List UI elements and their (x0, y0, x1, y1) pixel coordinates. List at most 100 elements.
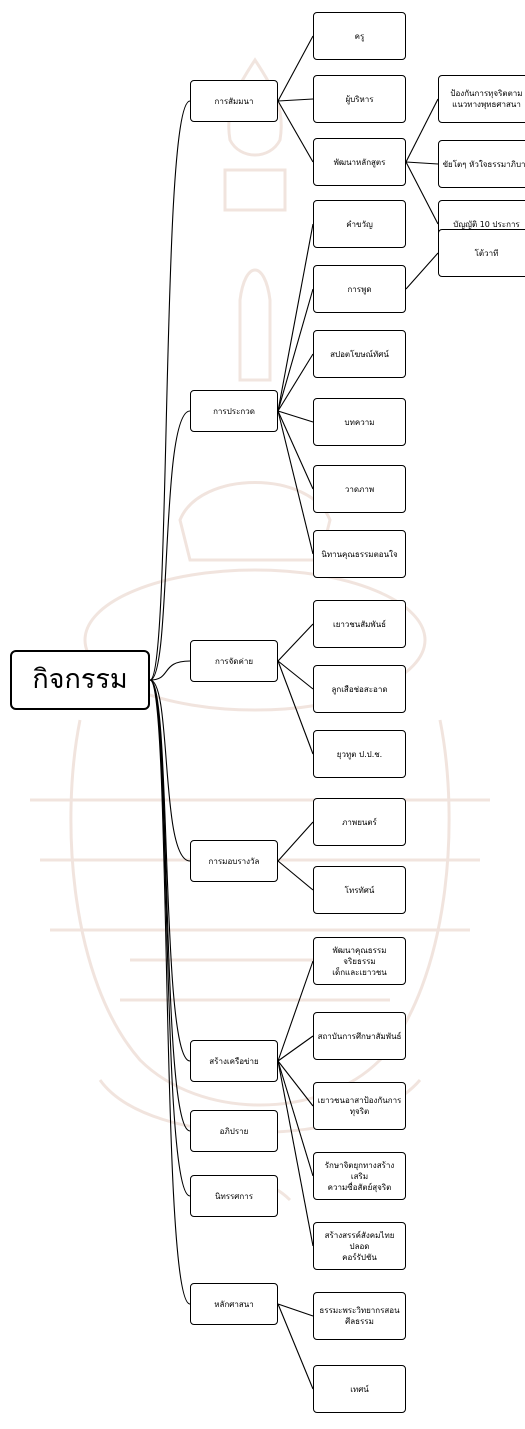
detail-node: ขัยโตๆ หัวใจธรรมาภิบาล (438, 140, 525, 188)
root-node-label: กิจกรรม (32, 664, 128, 695)
category-to-subtopic-line (277, 410, 314, 423)
category-to-subtopic-line (277, 1035, 314, 1062)
category-node-label: หลักศาสนา (214, 1299, 254, 1309)
category-to-subtopic-line (277, 660, 314, 755)
detail-node-label: ป้องกันการทุจริตตาม แนวทางพุทธศาสนา (450, 89, 523, 109)
detail-node: ป้องกันการทุจริตตาม แนวทางพุทธศาสนา (438, 75, 525, 123)
subtopic-node: คำขวัญ (313, 200, 406, 248)
subtopic-node-label: พัฒนาหลักสูตร (333, 157, 386, 167)
subtopic-node: เยาวชนอาสาป้องกันการ ทุจริต (313, 1082, 406, 1130)
category-node: การมอบรางวัล (190, 840, 278, 882)
category-node: สร้างเครือข่าย (190, 1040, 278, 1082)
category-to-subtopic-line (277, 1060, 314, 1177)
category-node-label: การจัดค่าย (214, 656, 254, 666)
category-to-subtopic-line (277, 660, 314, 690)
root-to-category-line (149, 679, 191, 1132)
subtopic-node-label: พัฒนาคุณธรรมจริยธรรม เด็กและเยาวชน (332, 945, 387, 977)
subtopic-node-label: การพูด (347, 284, 372, 294)
root-node: กิจกรรม (10, 650, 150, 710)
subtopic-node: ผู้บริหาร (313, 75, 406, 123)
subtopic-node: สปอตโฆษณ์ทัศน์ (313, 330, 406, 378)
category-node: อภิปราย (190, 1110, 278, 1152)
subtopic-node-label: ผู้บริหาร (345, 94, 374, 104)
subtopic-node-label: ครู (354, 31, 365, 41)
subtopic-node: วาดภาพ (313, 465, 406, 513)
category-node: การจัดค่าย (190, 640, 278, 682)
subtopic-node: ภาพยนตร์ (313, 798, 406, 846)
category-to-subtopic-line (277, 960, 314, 1062)
subtopic-node: สถาบันการศึกษาสัมพันธ์ (313, 1012, 406, 1060)
subtopic-node-label: คำขวัญ (346, 219, 373, 229)
subtopic-node: โทรทัศน์ (313, 866, 406, 914)
subtopic-node: ลูกเสือช่อสะอาด (313, 665, 406, 713)
subtopic-node: นิทานคุณธรรมตอนใจ (313, 530, 406, 578)
subtopic-node: บทความ (313, 398, 406, 446)
category-node-label: อภิปราย (219, 1126, 249, 1136)
subtopic-node-label: เยาวชนสัมพันธ์ (332, 619, 387, 629)
subtopic-node-label: วาดภาพ (344, 484, 375, 494)
subtopic-node-label: เทศน์ (350, 1384, 369, 1394)
category-to-subtopic-line (277, 35, 314, 102)
category-node: การประกวด (190, 390, 278, 432)
detail-node-label: ขัยโตๆ หัวใจธรรมาภิบาล (442, 159, 525, 169)
root-to-category-line (149, 100, 191, 681)
detail-node: โต้วาที (438, 229, 525, 277)
subtopic-node-label: รักษาจิตยุกทางสร้างเสริม ความซื่อสัตย์สุ… (324, 1160, 395, 1192)
category-to-subtopic-line (277, 100, 314, 163)
subtopic-node-label: เยาวชนอาสาป้องกันการ ทุจริต (317, 1096, 402, 1116)
root-to-category-line (149, 660, 191, 681)
subtopic-node-label: สถาบันการศึกษาสัมพันธ์ (317, 1031, 402, 1041)
category-to-subtopic-line (277, 1303, 314, 1317)
category-to-subtopic-line (277, 1060, 314, 1107)
root-to-category-line (149, 679, 191, 1197)
subtopic-node-label: ภาพยนตร์ (342, 817, 377, 827)
subtopic-node-label: ธรรมะพระวิทยากรสอน ศีลธรรม (319, 1306, 400, 1326)
subtopic-node: เยาวชนสัมพันธ์ (313, 600, 406, 648)
subtopic-node-label: นิทานคุณธรรมตอนใจ (321, 549, 398, 559)
subtopic-to-detail-line (405, 161, 439, 225)
category-node-label: การสัมมนา (214, 96, 254, 106)
subtopic-node: การพูด (313, 265, 406, 313)
subtopic-node: เทศน์ (313, 1365, 406, 1413)
subtopic-to-detail-line (405, 98, 439, 163)
category-to-subtopic-line (277, 223, 314, 412)
category-node-label: การประกวด (213, 406, 255, 416)
subtopic-to-detail-line (405, 161, 439, 165)
subtopic-node: ยุวทูต ป.ป.ช. (313, 730, 406, 778)
root-to-category-line (149, 410, 191, 681)
category-node: การสัมมนา (190, 80, 278, 122)
root-to-category-line (149, 679, 191, 862)
category-to-subtopic-line (277, 1060, 314, 1247)
category-to-subtopic-line (277, 1303, 314, 1390)
root-to-category-line (149, 679, 191, 1062)
subtopic-to-detail-line (405, 252, 439, 290)
subtopic-node-label: สร้างสรรค์สังคมไทยปลอด คอร์รัปชัน (324, 1230, 395, 1262)
detail-node-label: บัญญัติ 10 ประการ (453, 219, 520, 229)
category-to-subtopic-line (277, 410, 314, 490)
category-node: นิทรรศการ (190, 1175, 278, 1217)
root-to-category-line (149, 679, 191, 1305)
category-to-subtopic-line (277, 821, 314, 862)
subtopic-node: สร้างสรรค์สังคมไทยปลอด คอร์รัปชัน (313, 1222, 406, 1270)
category-to-subtopic-line (277, 288, 314, 412)
category-to-subtopic-line (277, 98, 314, 102)
subtopic-node-label: สปอตโฆษณ์ทัศน์ (330, 349, 389, 359)
detail-node-label: โต้วาที (474, 248, 499, 258)
subtopic-node-label: บทความ (344, 417, 375, 427)
category-to-subtopic-line (277, 623, 314, 662)
subtopic-node: ครู (313, 12, 406, 60)
category-to-subtopic-line (277, 860, 314, 891)
subtopic-node: พัฒนาคุณธรรมจริยธรรม เด็กและเยาวชน (313, 937, 406, 985)
subtopic-node: รักษาจิตยุกทางสร้างเสริม ความซื่อสัตย์สุ… (313, 1152, 406, 1200)
connector-lines (149, 35, 439, 1390)
subtopic-node: ธรรมะพระวิทยากรสอน ศีลธรรม (313, 1292, 406, 1340)
subtopic-node-label: ลูกเสือช่อสะอาด (331, 684, 388, 694)
category-node-label: นิทรรศการ (214, 1191, 254, 1201)
subtopic-node-label: โทรทัศน์ (344, 885, 375, 895)
category-to-subtopic-line (277, 410, 314, 555)
category-node: หลักศาสนา (190, 1283, 278, 1325)
subtopic-node-label: ยุวทูต ป.ป.ช. (336, 749, 383, 759)
category-to-subtopic-line (277, 353, 314, 412)
subtopic-node: พัฒนาหลักสูตร (313, 138, 406, 186)
